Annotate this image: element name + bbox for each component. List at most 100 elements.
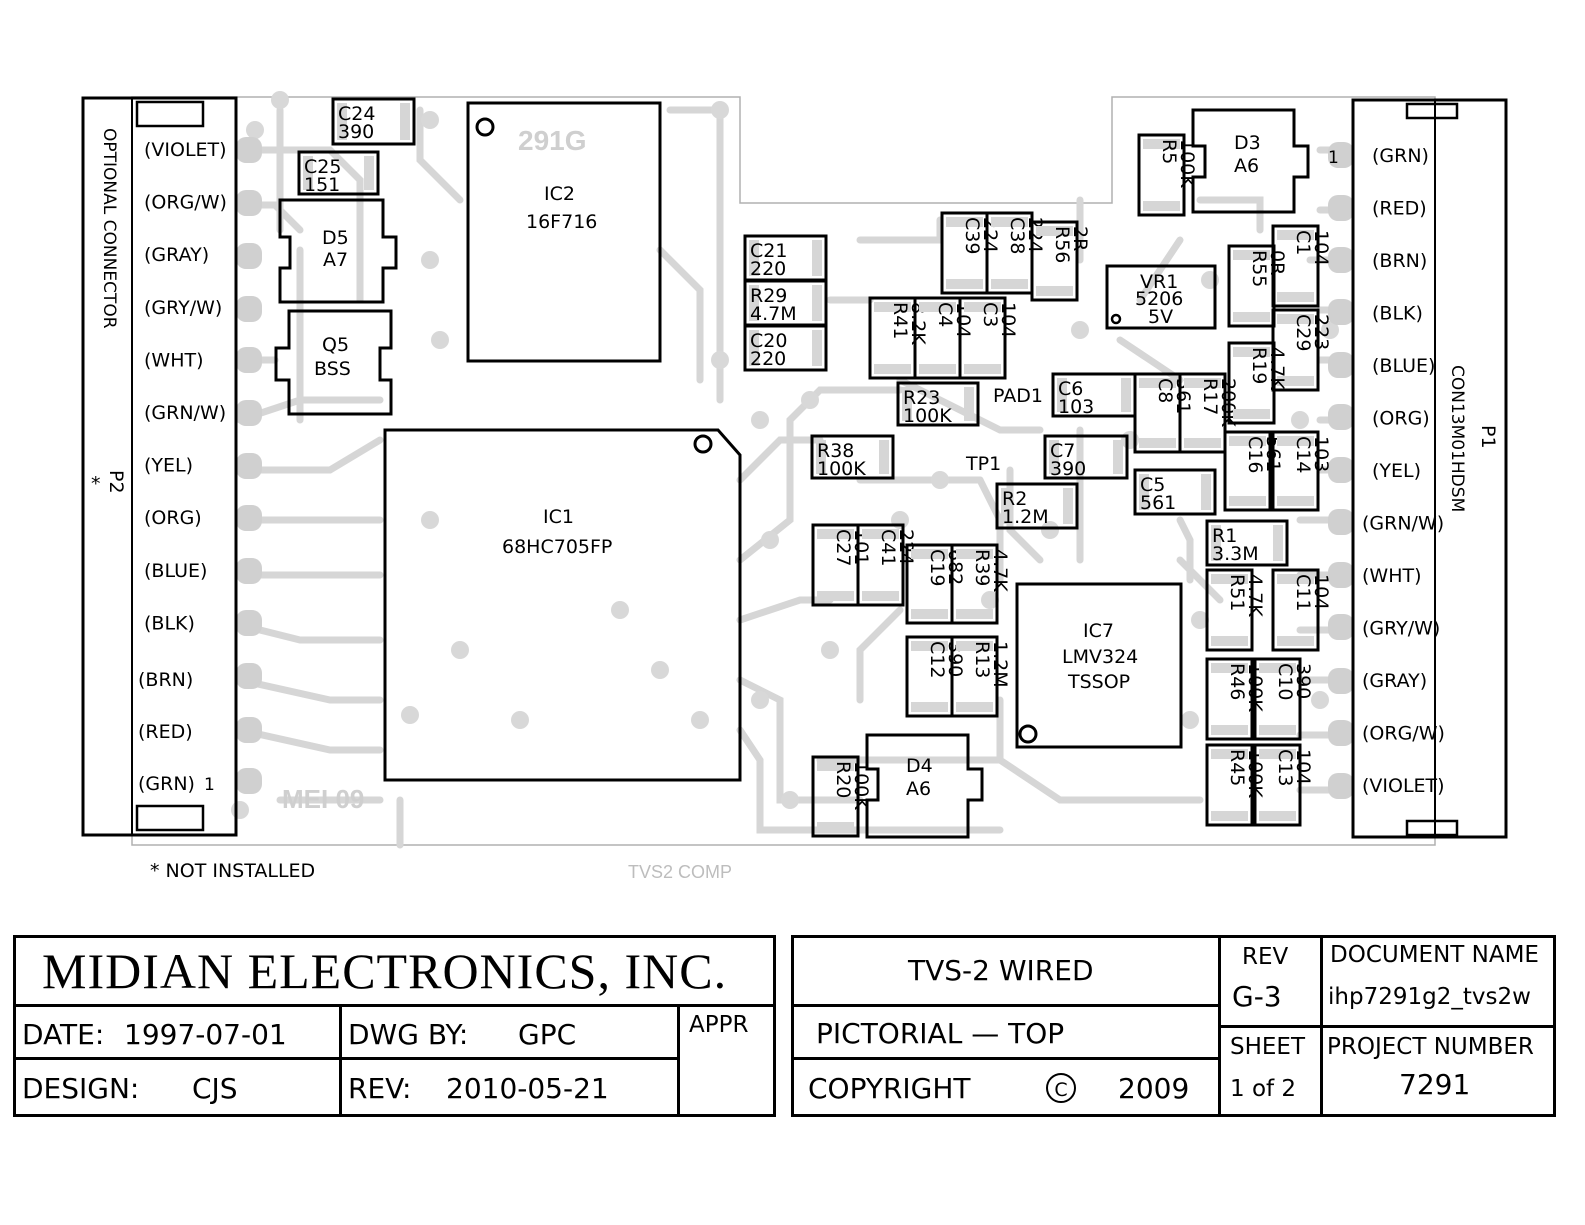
c10-value: 390	[1292, 663, 1314, 699]
d3-value: A6	[1234, 155, 1259, 177]
r39-value: 4.7K	[989, 549, 1011, 592]
p1-pin-label: (GRAY)	[1362, 670, 1427, 692]
c41-ref: C41	[877, 529, 899, 566]
r19-value: 4.7K	[1266, 347, 1288, 390]
ic1-ref: IC1	[543, 506, 574, 528]
c3-value: 104	[997, 302, 1019, 338]
c1-ref: C1	[1292, 230, 1314, 255]
p1-pin-label: (WHT)	[1362, 565, 1422, 587]
r39-ref: R39	[971, 549, 993, 586]
p2-pin-label: (WHT)	[144, 349, 204, 371]
c13-value: 104	[1292, 749, 1314, 785]
c39-ref: C39	[961, 217, 983, 254]
c21-value: 220	[750, 258, 786, 280]
c6-ref: C6	[1058, 378, 1083, 400]
p1-pin-label: (YEL)	[1372, 460, 1421, 482]
p2-pin-label: (GRN)	[138, 773, 195, 795]
ic7-ref: IC7	[1083, 620, 1114, 642]
p1-part-label: CON13M01HDSM	[1447, 365, 1467, 512]
ic2: IC2 16F716	[466, 101, 662, 363]
c7-ref: C7	[1050, 440, 1075, 462]
c25-value: 151	[304, 174, 340, 196]
r45-ref: R45	[1226, 749, 1248, 786]
vr1-ref: VR1	[1140, 271, 1178, 293]
d4-value: A6	[906, 778, 931, 800]
tb-divider	[794, 1004, 1218, 1007]
project-label: PROJECT NUMBER	[1327, 1034, 1534, 1060]
c7-value: 390	[1050, 458, 1086, 480]
c25-ref: C25	[304, 156, 341, 178]
docname-label: DOCUMENT NAME	[1330, 942, 1539, 968]
copyright-label: COPYRIGHT	[808, 1072, 971, 1105]
r51-ref: R51	[1226, 574, 1248, 611]
p2-connector-label: OPTIONAL CONNECTOR	[99, 128, 119, 329]
p2-pin-labels: (VIOLET)(ORG/W)(GRAY)(GRY/W)(WHT)(GRN/W)…	[138, 139, 227, 795]
r19-ref: R19	[1248, 347, 1270, 384]
c27-ref: C27	[832, 529, 854, 566]
tb-divider	[339, 1004, 342, 1114]
vr1-part: 5206	[1135, 288, 1183, 310]
tb-divider	[794, 1057, 1218, 1060]
vias	[231, 91, 1339, 819]
rev-label: REV:	[348, 1072, 412, 1105]
ic2-ref: IC2	[544, 183, 575, 205]
diode-d3: D3 A6	[1191, 108, 1310, 214]
c8-ref: C8	[1154, 378, 1176, 403]
drawing-title: TVS-2 WIRED	[908, 954, 1094, 987]
appr-label: APPR	[689, 1012, 749, 1038]
tb-divider	[16, 1004, 773, 1007]
p2-pin-label: (ORG/W)	[144, 192, 227, 214]
p2-pin-label: (GRN/W)	[144, 402, 226, 424]
c13-ref: C13	[1274, 749, 1296, 786]
r56-ref: R56	[1051, 226, 1073, 263]
ic2-part: 16F716	[526, 211, 597, 233]
r2-value: 1.2M	[1002, 506, 1049, 528]
vr1-voltage: 5V	[1148, 306, 1173, 328]
layer-label: TVS2 COMP	[628, 862, 732, 882]
p2-pin-label: (GRAY)	[144, 244, 209, 266]
pcb-pictorial-diagram: 291G MEI 09 OPTIONAL CONNECTOR P2 * 1 (V…	[81, 91, 1508, 882]
title-block-right: TVS-2 WIRED PICTORIAL — TOP COPYRIGHT C …	[791, 935, 1556, 1117]
r13-ref: R13	[971, 641, 993, 678]
p2-pin-label: (ORG)	[144, 507, 202, 529]
p1-pin-label: (GRN)	[1372, 145, 1429, 167]
diode-d5: D5 A7	[278, 198, 398, 304]
silk-mark-bottom: MEI 09	[282, 784, 364, 814]
c11-ref: C11	[1292, 574, 1314, 611]
tb-divider	[1218, 1025, 1553, 1028]
c5-value: 561	[1140, 492, 1176, 514]
p2-pin-label: (RED)	[138, 721, 193, 743]
d3-ref: D3	[1234, 132, 1261, 154]
r23-value: 100K	[903, 405, 952, 427]
note-not-installed: * NOT INSTALLED	[150, 860, 315, 882]
r23-ref: R23	[903, 387, 940, 409]
p1-pin-label: (ORG)	[1372, 408, 1430, 430]
connector-p2: OPTIONAL CONNECTOR P2 * 1 (VIOLET)(ORG/W…	[81, 96, 238, 837]
title-block-left: MIDIAN ELECTRONICS, INC. DATE: 1997-07-0…	[13, 935, 776, 1117]
diode-d4: D4 A6	[865, 733, 984, 839]
p2-pin-label: (GRY/W)	[144, 297, 222, 319]
tb-divider	[677, 1004, 680, 1114]
q5-value: BSS	[314, 358, 351, 380]
p1-pin-label: (BLUE)	[1372, 355, 1435, 377]
r1-ref: R1	[1212, 525, 1237, 547]
c29-ref: C29	[1292, 314, 1314, 351]
rev-date-value: 2010-05-21	[446, 1072, 609, 1105]
c12-ref: C12	[926, 641, 948, 678]
r29-ref: R29	[750, 285, 787, 307]
p2-pin-label: (BRN)	[138, 669, 193, 691]
sheet-label: SHEET	[1230, 1034, 1306, 1060]
